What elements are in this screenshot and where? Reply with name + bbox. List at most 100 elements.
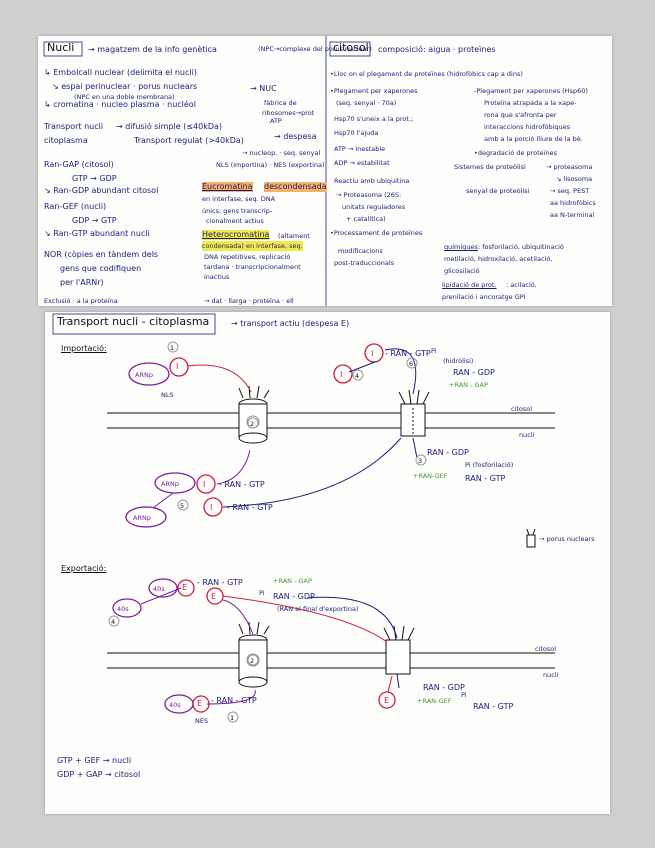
citosol-title: citosol <box>333 41 369 54</box>
importin-label: I <box>176 362 179 371</box>
export-cargo-label: 40s <box>153 585 165 593</box>
step-number: 4 <box>355 372 360 380</box>
note-line: → seq. PEST <box>550 187 590 195</box>
nuclear-pore-3 <box>238 621 270 688</box>
importin-label: I <box>210 503 213 512</box>
ran-gtp-label: - RAN - GTP <box>197 578 243 587</box>
note-line: (altament <box>278 232 310 240</box>
note-line: Proteïna atrapada a la xape- <box>484 99 577 107</box>
pore-legend-label: → porus nuclears <box>539 535 595 543</box>
chemical-mods-term: químiques <box>444 243 478 251</box>
step-number: 4 <box>111 618 116 626</box>
nucli-definition: → magatzem de la info genètica <box>88 45 217 54</box>
note-line: •Lloc on el plegament de proteïnes (hidr… <box>330 70 523 78</box>
ran-gef-label: +RAN-GEF <box>417 697 452 705</box>
note-line: fàbrica de <box>264 99 297 107</box>
citosol-definition: composició: aigua · proteïnes <box>378 45 496 54</box>
note-line: Ran-GAP (citosol) <box>44 160 114 169</box>
ran-gap-label: +RAN - GAP <box>449 381 488 389</box>
exportin-label: E <box>211 592 217 601</box>
import-title: Importació: <box>61 344 107 353</box>
note-line: cionalment actius <box>206 217 264 225</box>
citosol-label: citosol <box>511 405 533 413</box>
ran-gdp-label: RAN - GDP <box>273 592 315 601</box>
citosol-label: citosol <box>535 645 557 653</box>
note-line: (NPC en una doble membrana) <box>74 93 175 101</box>
note-line: condensada) en interfase, seq. <box>202 241 303 251</box>
note-line: ↳ Embolcall nuclear (delimita el nucli) <box>44 68 197 77</box>
note-line: gens que codifiquen <box>60 264 142 273</box>
ran-gtp-label: - RAN - GTP <box>219 480 265 489</box>
note-line: Hsp70 l'ajuda <box>334 129 379 137</box>
hydrolysis-note: (hidròlisi) <box>443 357 474 365</box>
export-title: Exportació: <box>61 564 107 573</box>
nucli-label: nucli <box>543 671 559 679</box>
heterochromatin-term: Heterocromatina <box>202 230 270 240</box>
export-cargo-label: 40s <box>169 701 181 709</box>
note-line: ADP → estabilitat <box>334 159 390 167</box>
pi-label: Pi <box>431 347 437 355</box>
note-line: → nucleop. · seq. senyal <box>242 149 321 157</box>
note-line: aa hidrofòbics <box>550 199 596 207</box>
note-line: aa N-terminal <box>550 211 595 219</box>
note-line-cut: Exclusió · a la proteïna <box>44 297 118 305</box>
note-line: NLS (importina) · NES (exportina) <box>216 161 325 169</box>
step-number: 5 <box>180 502 185 510</box>
step-number: 1 <box>170 344 175 352</box>
footer-line: GDP + GAP → citosol <box>57 770 141 779</box>
exportin-label: E <box>384 696 390 705</box>
import-cargo-label: ARNp <box>133 514 151 522</box>
note-line: modificacions <box>338 247 383 255</box>
nes-label: NES <box>195 717 209 725</box>
note-line: •Processament de proteïnes <box>330 229 423 237</box>
lipidation-term: lipidació de prot. <box>442 281 497 289</box>
note-line: ribosomes→prot <box>262 109 315 117</box>
notes-rule-lines <box>43 36 371 306</box>
ran-gtp-label: - RAN - GTP <box>211 696 257 705</box>
note-line: rona que s'afronta per <box>484 111 557 119</box>
note-line: DNA repetitives, replicació <box>204 253 291 261</box>
note-line: amb a la porció lliure de la bè. <box>484 135 583 143</box>
note-line: metilació, hidroxilació, acetilació, <box>444 255 553 263</box>
note-line: + catalítica) <box>346 215 386 223</box>
ran-note: (RAN al final d'exportina) <box>277 605 359 613</box>
note-line: •degradació de proteïnes <box>474 149 557 157</box>
note-line: GTP → GDP <box>72 174 117 183</box>
nucli-title: Nucli <box>47 41 75 54</box>
nucli-label: nucli <box>519 431 535 439</box>
ran-gtp-label: - RAN - GTP <box>227 503 273 512</box>
note-line: •Plegament per xaperones <box>330 87 418 95</box>
note-line: inactius <box>204 273 230 281</box>
npc-note: (NPC→complexe del porus nuclear) <box>258 45 372 53</box>
note-line: ↳ cromatina · nucleo plasma · nucléol <box>44 100 196 109</box>
transport-section-title: Transport nucli - citoplasma <box>57 315 210 328</box>
transport-diagram <box>52 313 555 723</box>
export-nuclear-envelope <box>107 652 555 669</box>
exportin-label: E <box>182 583 188 592</box>
note-line-cut: → dat · llarga · proteïna · ell <box>204 297 294 305</box>
note-line: → Proteasoma (26S: <box>336 191 402 199</box>
note-line: (seq. senyal · 70a) <box>336 99 397 107</box>
nuclear-pore-4 <box>383 625 415 675</box>
import-cargo-label: ARNp <box>135 371 153 379</box>
note-line: ↘ Ran-GTP abundant nucli <box>44 229 150 238</box>
step-number: 3 <box>418 457 423 465</box>
nuclear-pore-1 <box>238 385 270 444</box>
step-number: 2 <box>250 420 255 428</box>
ran-gap-label: +RAN - GAP <box>273 577 312 585</box>
note-line: descondensada <box>264 182 327 192</box>
note-line: ATP <box>270 117 282 125</box>
note-line: → difusió simple (≤40kDa) <box>116 122 223 131</box>
import-cargo-label: ARNp <box>161 480 179 488</box>
note-line: ↘ espai perinuclear · porus nuclears <box>52 82 198 91</box>
note-line: Reactiu amb ubiquitina <box>334 177 410 185</box>
note-line: → NUC <box>250 84 277 93</box>
note-line: : fosforilació, ubiquitinació <box>478 243 564 251</box>
note-line: ↘ Ran-GDP abundant citosol <box>44 186 159 195</box>
importin-label: I <box>371 349 374 358</box>
nls-label: NLS <box>161 391 174 399</box>
note-line: Transport nucli <box>44 122 104 131</box>
phosphorylation-note: Pi (fosforilació) <box>465 461 514 469</box>
ran-gdp-label: RAN - GDP <box>453 368 495 377</box>
note-line: prenilació i ancoratge GPI <box>442 293 526 301</box>
